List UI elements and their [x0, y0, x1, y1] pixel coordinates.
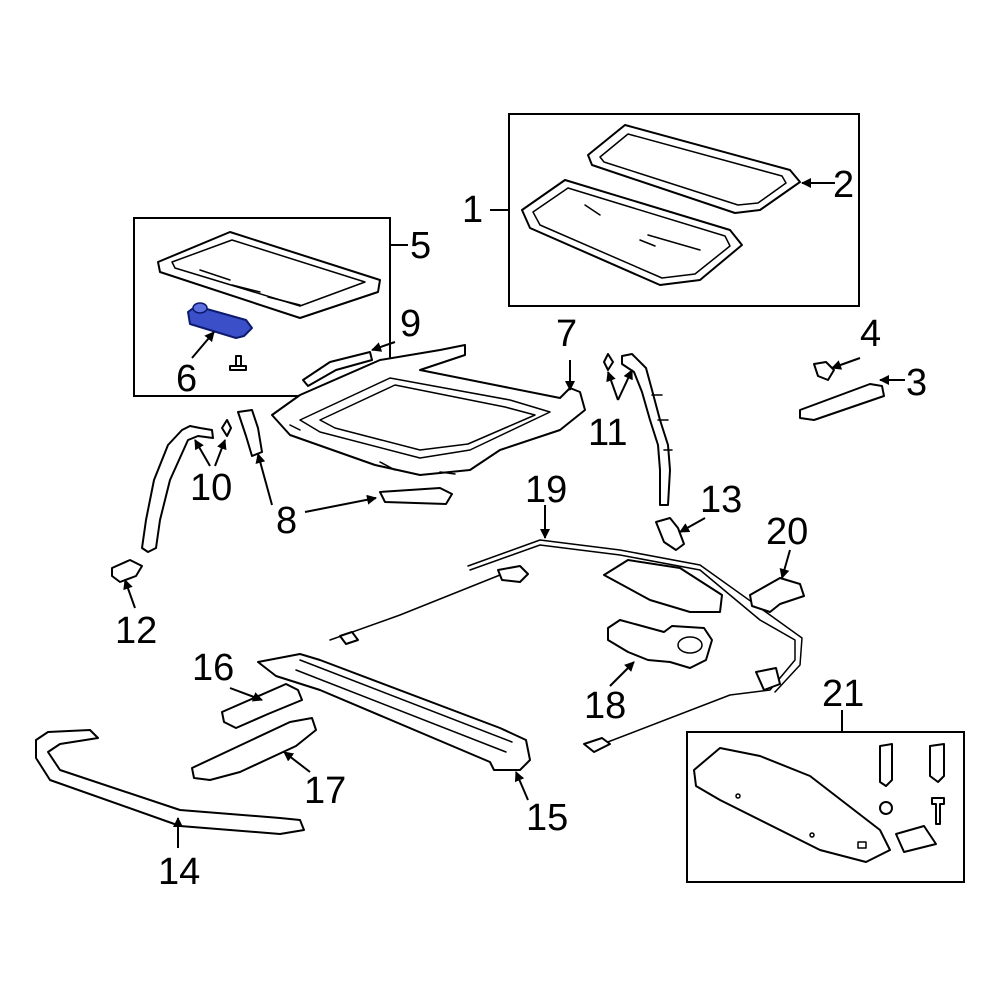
hose-clip-right-part[interactable]: [603, 353, 614, 371]
rear-cross-rail-part[interactable]: [257, 653, 531, 771]
callout-11: 11: [588, 412, 627, 454]
drive-cable-assembly-part[interactable]: [329, 539, 803, 753]
guide-rail-right-part[interactable]: [191, 717, 317, 781]
front-drain-hose-left-part[interactable]: [141, 425, 214, 553]
sunroof-motor-part[interactable]: [607, 619, 713, 669]
rear-seal-part[interactable]: [379, 487, 453, 505]
sunshade-handle-part[interactable]: [187, 302, 253, 339]
drain-elbow-right-part[interactable]: [655, 517, 685, 551]
callout-9: 9: [400, 303, 421, 345]
callout-14: 14: [158, 851, 200, 893]
drain-elbow-left-part[interactable]: [111, 559, 143, 583]
panel-clip-part[interactable]: [879, 743, 893, 787]
callout-21: 21: [822, 673, 864, 715]
deflector-bracket-part[interactable]: [813, 361, 835, 381]
callout-6: 6: [176, 358, 197, 400]
motor-bracket-part[interactable]: [749, 577, 805, 613]
callout-16: 16: [192, 647, 234, 689]
callout-19: 19: [525, 469, 567, 511]
callout-1: 1: [462, 189, 483, 231]
front-drain-hose-right-part[interactable]: [621, 353, 673, 506]
rear-panel-group-box: [686, 731, 965, 883]
sunroof-frame-part[interactable]: [271, 344, 586, 476]
callout-17: 17: [304, 770, 346, 812]
panel-bolt-part[interactable]: [931, 797, 945, 825]
rear-trim-panel-part[interactable]: [693, 747, 891, 863]
callout-8: 8: [276, 500, 297, 542]
glass-seal-part[interactable]: [587, 124, 801, 214]
leader-lines: [123, 178, 905, 848]
callout-13: 13: [700, 479, 742, 521]
callout-15: 15: [526, 797, 568, 839]
hose-clip-left-part[interactable]: [221, 419, 232, 437]
side-seal-part-left[interactable]: [237, 409, 263, 457]
sunshade-part[interactable]: [157, 231, 381, 319]
callout-18: 18: [584, 685, 626, 727]
callout-5: 5: [410, 225, 431, 267]
callout-4: 4: [860, 313, 881, 355]
drain-trough-part[interactable]: [35, 729, 305, 835]
callout-12: 12: [115, 610, 157, 652]
handle-screw-part[interactable]: [229, 355, 247, 371]
wind-deflector-part[interactable]: [799, 383, 885, 421]
front-seal-part[interactable]: [302, 351, 373, 387]
callout-2: 2: [833, 164, 854, 206]
callout-20: 20: [766, 511, 808, 553]
callout-10: 10: [190, 467, 232, 509]
panel-nut-part[interactable]: [879, 801, 893, 815]
callout-7: 7: [556, 313, 577, 355]
sunshade-group-box: [133, 217, 391, 397]
guide-rail-left-part[interactable]: [221, 683, 303, 729]
panel-bracket-part[interactable]: [929, 743, 945, 783]
callout-3: 3: [906, 362, 927, 404]
panel-pad-part[interactable]: [895, 825, 937, 853]
sunroof-glass-part[interactable]: [521, 179, 743, 286]
callout-labels: 1 2 3 4 5 6 7 8 9 10 11 12 13 14 15 16 1…: [115, 164, 927, 893]
